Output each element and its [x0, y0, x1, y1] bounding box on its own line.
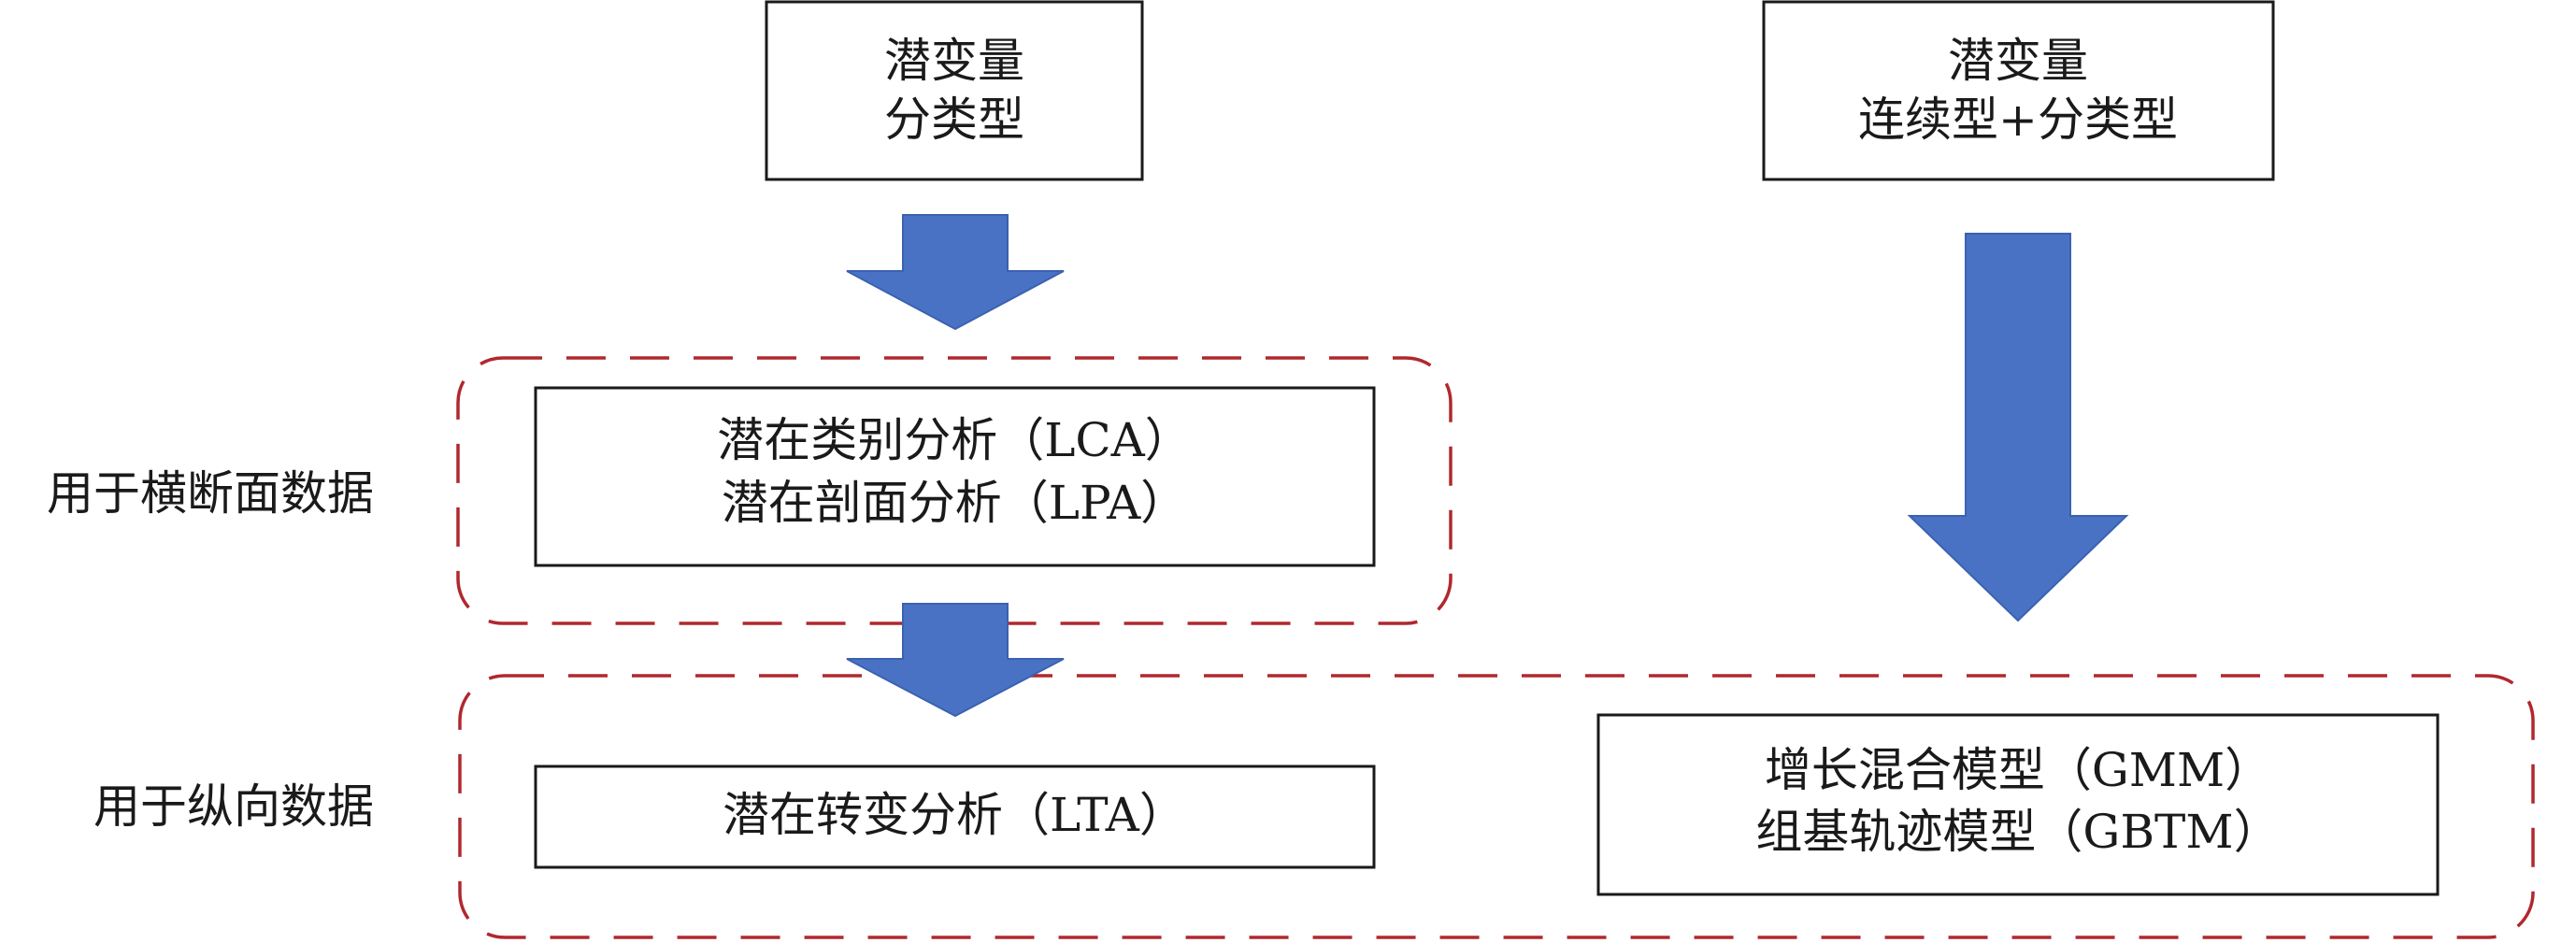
longitudinal-group-border	[458, 674, 2535, 939]
latent-continuous-node: 潜变量 连续型+分类型	[1762, 0, 2275, 181]
gbtm-line: 组基轨迹模型（GBTM）	[1755, 805, 2280, 859]
cross-sectional-label: 用于横断面数据	[47, 466, 374, 521]
latent-continuous-line2: 连续型+分类型	[1858, 93, 2178, 147]
latent-categorical-node: 潜变量 分类型	[765, 0, 1144, 181]
gmm-gbtm-node: 增长混合模型（GMM） 组基轨迹模型（GBTM）	[1596, 713, 2440, 896]
latent-categorical-line1: 潜变量	[884, 34, 1024, 88]
lca-lpa-node: 潜在类别分析（LCA） 潜在剖面分析（LPA）	[534, 386, 1376, 567]
arrow-continuous-to-gmm	[1907, 233, 2129, 622]
longitudinal-label: 用于纵向数据	[93, 779, 374, 834]
lta-line: 潜在转变分析（LTA）	[723, 788, 1186, 842]
latent-categorical-line2: 分类型	[884, 93, 1024, 147]
lpa-line: 潜在剖面分析（LPA）	[722, 476, 1187, 530]
lca-line: 潜在类别分析（LCA）	[717, 413, 1192, 467]
arrow-categorical-to-lca	[846, 214, 1065, 331]
lta-node: 潜在转变分析（LTA）	[534, 764, 1376, 869]
latent-continuous-line1: 潜变量	[1948, 34, 2088, 88]
gmm-line: 增长混合模型（GMM）	[1765, 743, 2271, 797]
arrow-lca-to-lta	[846, 603, 1065, 718]
